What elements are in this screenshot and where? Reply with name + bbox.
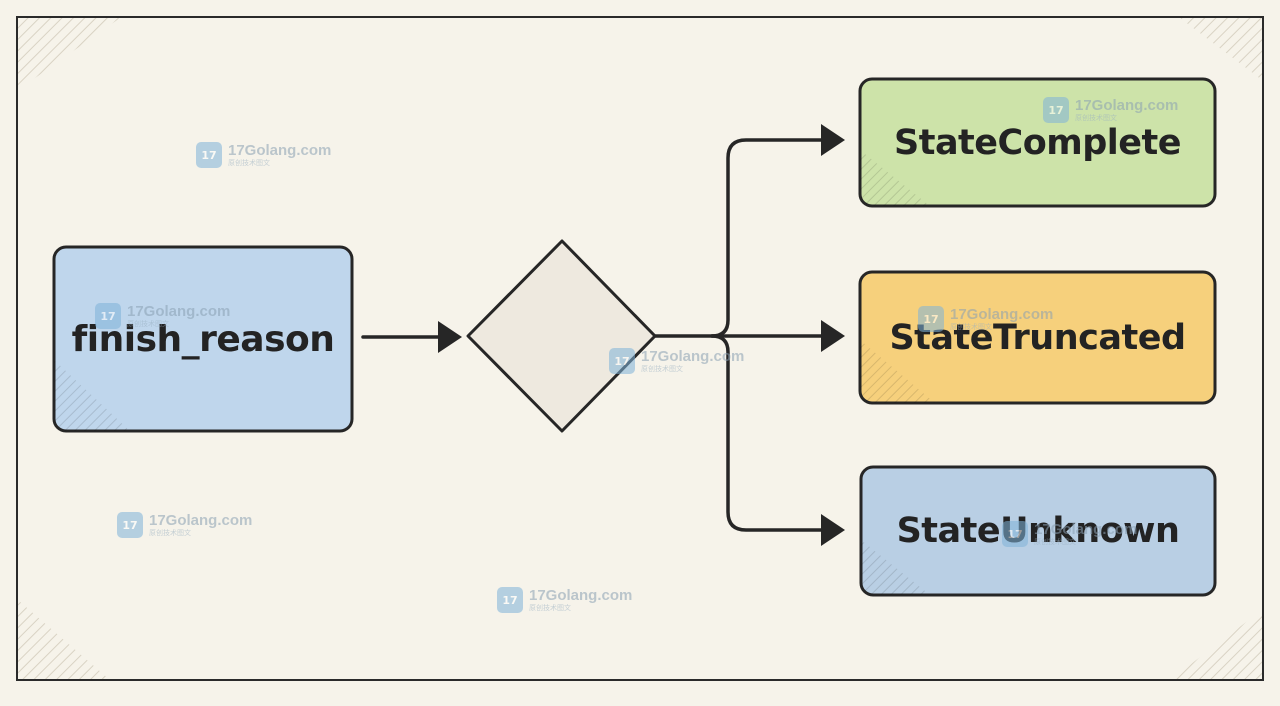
output-box-truncated <box>858 270 1217 405</box>
output-node-unknown <box>859 465 1217 597</box>
output-box-unknown <box>859 465 1217 597</box>
page-frame <box>16 16 1264 681</box>
output-node-truncated <box>858 270 1217 405</box>
arrowhead-unknown <box>821 514 845 546</box>
arrowhead-complete <box>821 124 845 156</box>
input-node <box>52 245 354 433</box>
output-node-complete <box>858 77 1217 208</box>
input-node-box <box>52 245 354 433</box>
connector-to-unknown <box>710 334 824 532</box>
connector-to-complete <box>653 138 824 338</box>
arrowhead-truncated <box>821 320 845 352</box>
arrow-input-to-decision <box>361 321 462 353</box>
output-box-complete <box>858 77 1217 208</box>
background-hatching <box>18 18 1262 680</box>
branch-connectors <box>653 138 824 532</box>
decision-diamond <box>466 239 657 433</box>
